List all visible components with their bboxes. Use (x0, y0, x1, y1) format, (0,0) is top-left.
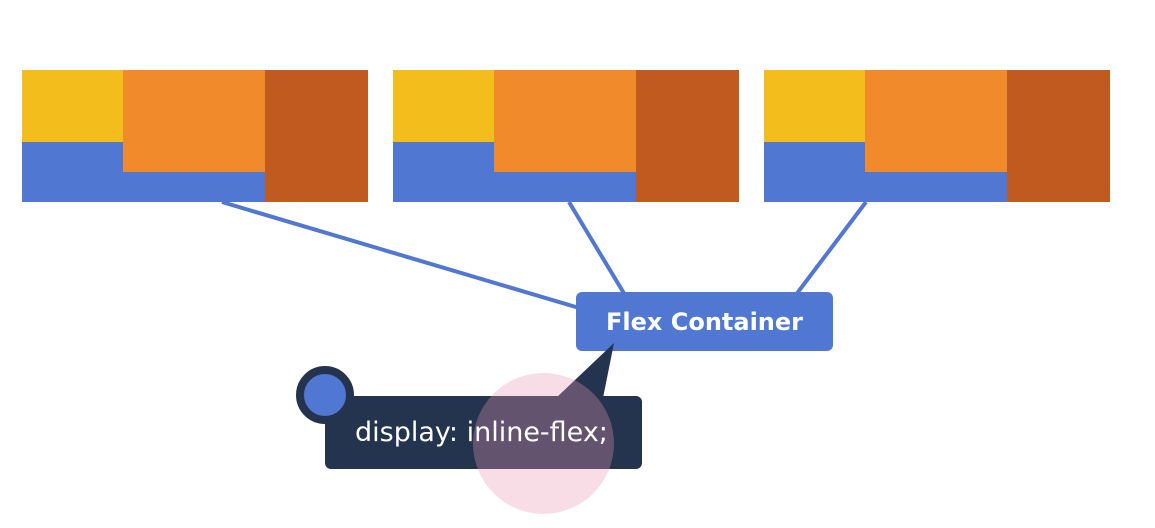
flex-item-orange (494, 70, 636, 172)
flex-container-box-1 (22, 70, 368, 202)
code-tooltip (325, 396, 642, 469)
flex-item-rust (265, 70, 368, 202)
flex-item-yellow (22, 70, 123, 142)
flex-container-label: Flex Container (576, 292, 833, 351)
cursor-highlight (473, 373, 614, 514)
flex-container-box-2 (393, 70, 739, 202)
flex-container-box-3 (764, 70, 1110, 202)
bullet-dot-icon (296, 366, 354, 424)
flex-item-orange (123, 70, 265, 172)
connector-line-2 (567, 200, 630, 302)
code-snippet: display: inline-flex; (355, 417, 608, 448)
flex-item-rust (1007, 70, 1110, 202)
connector-line-3 (790, 200, 868, 302)
connector-line-1 (221, 200, 587, 312)
flex-item-yellow (764, 70, 865, 142)
flex-item-rust (636, 70, 739, 202)
flex-item-orange (865, 70, 1007, 172)
flex-item-yellow (393, 70, 494, 142)
